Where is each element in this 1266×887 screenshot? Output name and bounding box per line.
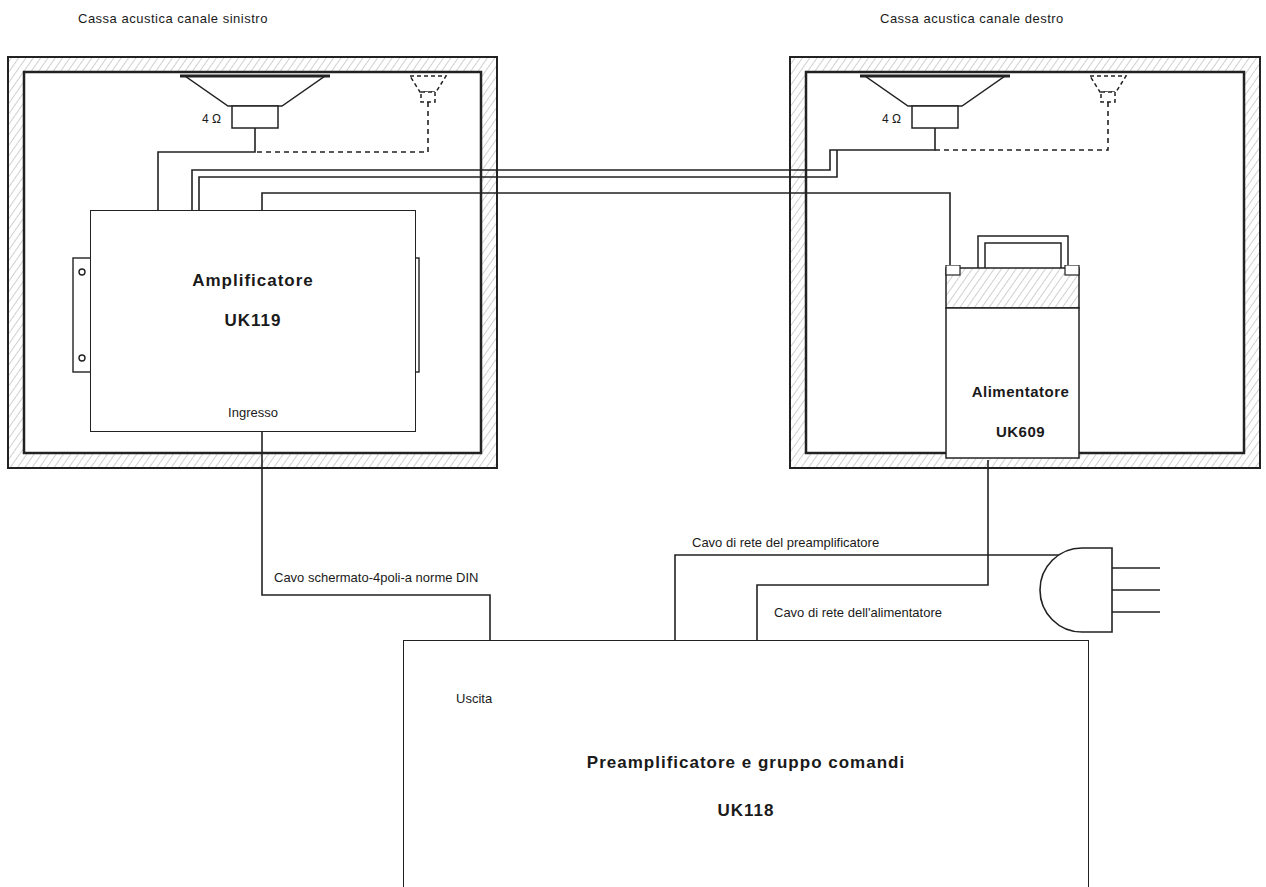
amplifier-box: AmplificatoreUK119Ingresso (90, 210, 416, 432)
power-supply-box: AlimentatoreUK609 (945, 265, 1096, 460)
cabinet-heading: Cassa acustica canale destro (880, 11, 1064, 27)
port-label: Ingresso (91, 405, 415, 421)
speaker-symbol (180, 76, 1126, 128)
model-number: UK119 (91, 311, 415, 331)
impedance-label: 4 Ω (880, 112, 903, 126)
cabinet-box: Cassa acustica canale destroAlimentatore… (790, 57, 1260, 468)
cabinet-box: Cassa acustica canale sinistroAmplificat… (8, 57, 497, 468)
impedance-label: 4 Ω (200, 112, 223, 126)
unit-name: Alimentatore (945, 383, 1096, 401)
cabinet-heading: Cassa acustica canale sinistro (78, 11, 268, 27)
model-number: UK609 (945, 423, 1096, 441)
preamplifier-box: UscitaPreamplificatore e gruppo comandiU… (403, 640, 1089, 887)
model-number: UK118 (404, 801, 1088, 821)
cable-connector (262, 432, 490, 640)
port-label: Uscita (456, 691, 492, 707)
unit-name: Amplificatore (91, 271, 415, 291)
cable-label: Cavo schermato-4poli-a norme DIN (272, 570, 480, 586)
unit-name: Preamplificatore e gruppo comandi (404, 753, 1088, 773)
cabinet-frame (8, 57, 1260, 468)
cable-label: Cavo di rete del preamplificatore (690, 535, 881, 551)
cable-label: Cavo di rete dell'alimentatore (772, 605, 944, 621)
transformer-bracket (978, 236, 1068, 268)
mains-plug (1040, 548, 1160, 632)
